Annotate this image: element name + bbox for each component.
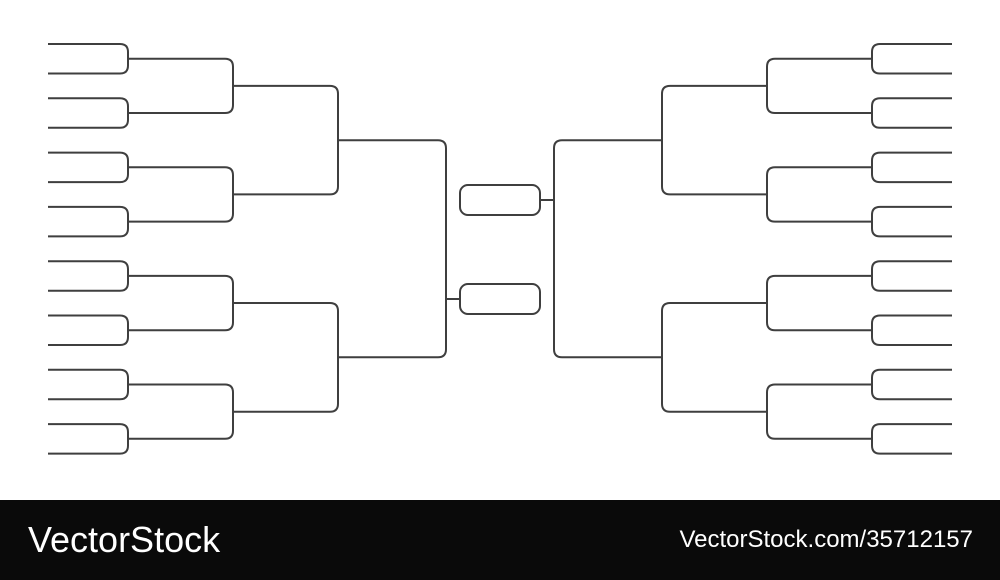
left-round1-match-7 [48,368,129,401]
left-round2-match-4 [128,383,234,440]
right-round1-match-3 [871,151,952,184]
left-round1-match-8 [48,423,129,455]
championship-center [446,184,554,315]
image-url-watermark-text: VectorStock.com/35712157 [679,526,973,553]
watermark-bar: VectorStock VectorStock.com/35712157 [0,500,1000,580]
right-semifinal-match-2 [661,302,767,413]
right-round2-match-3 [766,274,872,332]
right-semifinal-match-1 [661,84,767,196]
tournament-bracket-diagram [48,43,952,455]
left-semifinal-match-1 [233,84,339,196]
left-final-connector [338,139,447,359]
left-round1-match-1 [48,43,129,75]
right-final-connector [553,139,662,359]
left-semifinal-match-2 [233,302,339,413]
left-round2-match-3 [128,274,234,332]
left-round1-match-6 [48,314,129,346]
right-round1-match-6 [871,314,952,346]
right-round2-match-1 [766,57,872,114]
left-bracket [48,43,447,455]
right-round1-match-4 [871,205,952,238]
right-champion-box [459,184,541,216]
right-round1-match-5 [871,260,952,292]
left-round1-match-4 [48,205,129,238]
right-round2-match-4 [766,383,872,440]
right-bracket [553,43,952,455]
left-round1-match-2 [48,97,129,129]
right-round1-match-2 [871,97,952,129]
left-champion-box [459,283,541,315]
right-round2-match-2 [766,166,872,223]
right-round1-match-1 [871,43,952,75]
brand-watermark-text: VectorStock [28,519,221,560]
left-round2-match-1 [128,57,234,114]
left-round1-match-5 [48,260,129,292]
left-round1-match-3 [48,151,129,184]
right-round1-match-7 [871,368,952,401]
right-round1-match-8 [871,423,952,455]
bracket-svg [48,43,952,455]
left-round2-match-2 [128,166,234,223]
